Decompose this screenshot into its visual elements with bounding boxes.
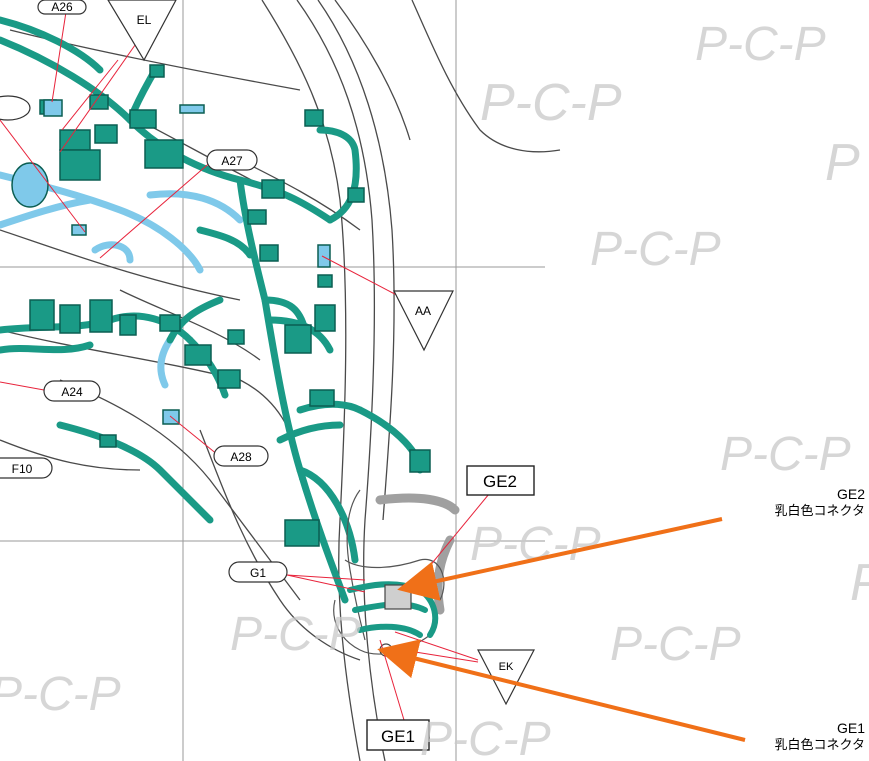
label-A28: A28 <box>213 445 269 467</box>
label-EL: EL <box>107 0 177 62</box>
label-GE2: GE2 <box>466 465 535 496</box>
watermark-8: P-C-P <box>0 668 121 721</box>
watermark-4: P-C-P <box>720 428 851 481</box>
light-blue-connectors <box>43 99 331 425</box>
label-A28-text: A28 <box>230 450 252 464</box>
watermark-11: P <box>850 554 869 612</box>
watermark-5: P-C-P <box>470 518 601 571</box>
label-A26: A26 <box>37 0 87 15</box>
label-G1-text: G1 <box>250 566 266 580</box>
annotation-ge1-code: GE1 <box>836 720 865 736</box>
watermark-10: P <box>825 134 860 192</box>
label-A26-text: A26 <box>51 0 73 14</box>
label-F10: F10 <box>0 457 53 479</box>
arrow-ge2 <box>397 517 723 601</box>
annotation-ge2: GE2 乳白色コネクタ <box>775 485 865 521</box>
label-F10-text: F10 <box>12 462 33 476</box>
label-AA: AA <box>393 290 454 352</box>
annotation-ge2-code: GE2 <box>836 486 865 502</box>
label-EL-text: EL <box>137 13 152 27</box>
label-GE1: GE1 <box>366 719 430 751</box>
annotation-ge2-desc: 乳白色コネクタ <box>774 504 865 519</box>
arrow-ge1 <box>377 639 746 742</box>
label-A27-text: A27 <box>221 154 243 168</box>
label-A24-text: A24 <box>61 385 83 399</box>
watermarks: P-C-P P-C-P P-C-P P-C-P P-C-P P-C-P P-C-… <box>0 18 869 761</box>
annotation-ge1: GE1 乳白色コネクタ <box>775 719 865 755</box>
watermark-3: P-C-P <box>590 223 721 276</box>
grommet-left <box>11 162 49 208</box>
label-EK-text: EK <box>499 661 514 673</box>
label-G1: G1 <box>228 561 288 583</box>
orange-arrows <box>377 517 746 742</box>
partial-label-left <box>0 95 31 121</box>
watermark-1: P-C-P <box>695 18 826 71</box>
watermark-6: P-C-P <box>610 618 741 671</box>
vehicle-body-outline <box>0 0 561 761</box>
label-EK: EK <box>477 649 535 706</box>
label-AA-text: AA <box>415 304 431 318</box>
label-GE2-text: GE2 <box>483 472 517 491</box>
watermark-2: P-C-P <box>480 74 622 132</box>
connectors <box>29 64 431 547</box>
label-GE1-text: GE1 <box>381 727 415 746</box>
watermark-7: P-C-P <box>230 608 361 661</box>
watermark-9: P-C-P <box>420 713 551 761</box>
annotation-ge1-desc: 乳白色コネクタ <box>774 738 865 753</box>
label-A27: A27 <box>206 149 258 171</box>
label-A24: A24 <box>43 380 101 402</box>
